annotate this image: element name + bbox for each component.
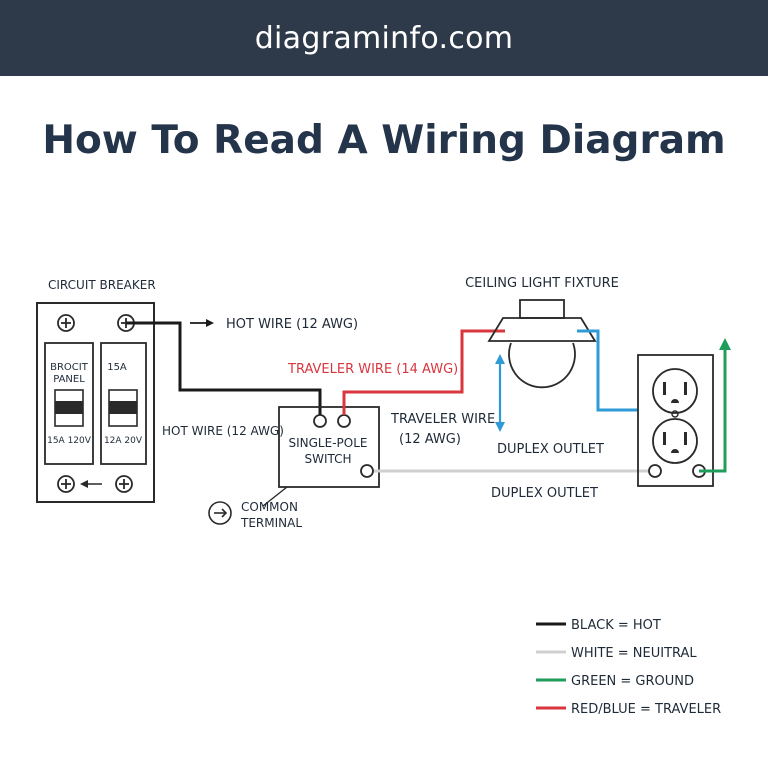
breaker-left-line2: PANEL — [53, 374, 85, 385]
switch-label-line2: SWITCH — [304, 452, 351, 466]
common-terminal-leader — [262, 486, 288, 507]
legend-label-hot: BLACK = HOT — [571, 618, 661, 633]
breaker-right-top-label: 15A — [107, 362, 127, 373]
switch-terminal-neutral — [360, 464, 374, 478]
terminal-screw-bottom-right — [115, 475, 133, 493]
ground-arrow-icon — [719, 338, 731, 350]
arrow-right-icon — [190, 319, 214, 327]
switch-terminal-hot — [313, 414, 327, 428]
ceiling-light-label: CEILING LIGHT FIXTURE — [465, 276, 619, 291]
legend-label-neutral: WHITE = NEUITRAL — [571, 646, 697, 661]
breaker-left-line1: BROCIT — [50, 362, 89, 373]
duplex-outlet-lower-label: DUPLEX OUTLET — [491, 486, 598, 501]
hot-wire-left-label: HOT WIRE (12 AWG) — [162, 424, 284, 438]
outlet-center-screw — [671, 410, 679, 418]
legend-item-neutral: WHITE = NEUITRAL — [536, 646, 697, 661]
common-terminal-line1: COMMON — [241, 500, 298, 514]
traveler-blue-double-arrow — [495, 354, 505, 432]
breaker-left-toggle — [54, 389, 84, 427]
terminal-screw-top-left — [57, 314, 75, 332]
breaker-panel-outline — [36, 302, 155, 503]
common-terminal-icon — [208, 501, 232, 525]
common-terminal-line2: TERMINAL — [240, 516, 302, 530]
legend-item-ground: GREEN = GROUND — [536, 674, 694, 689]
breaker-right-rating: 12A 20V — [104, 436, 143, 446]
page-title: How To Read A Wiring Diagram — [42, 118, 726, 163]
duplex-outlet-upper-label: DUPLEX OUTLET — [497, 442, 604, 457]
outlet-neutral-terminal — [648, 464, 662, 478]
outlet-receptacle-upper — [652, 368, 698, 414]
legend-label-ground: GREEN = GROUND — [571, 674, 694, 689]
terminal-screw-bottom-left — [57, 475, 75, 493]
site-name[interactable]: diagraminfo.com — [254, 20, 514, 56]
fixture-wire-blue — [577, 329, 638, 412]
traveler-blue-label-line1: TRAVELER WIRE — [390, 412, 495, 427]
legend-item-hot: BLACK = HOT — [536, 618, 661, 633]
duplex-outlet — [637, 354, 714, 487]
traveler-blue-label-line2: (12 AWG) — [399, 432, 461, 447]
breaker-right-toggle — [108, 389, 138, 427]
traveler-wire-red — [342, 329, 505, 415]
hot-wire — [126, 321, 322, 420]
breaker-left — [44, 342, 94, 465]
ceiling-light-fixture — [487, 299, 597, 389]
arrow-left-icon — [80, 480, 102, 488]
traveler-red-label: TRAVELER WIRE (14 AWG) — [287, 362, 458, 377]
single-pole-switch — [278, 406, 380, 488]
switch-label-line1: SINGLE-POLE — [289, 436, 368, 450]
breaker-right — [100, 342, 147, 465]
ground-wire — [699, 348, 727, 473]
site-banner: diagraminfo.com — [0, 0, 768, 76]
legend: BLACK = HOT WHITE = NEUITRAL GREEN = GRO… — [536, 618, 721, 717]
hot-wire-top-label: HOT WIRE (12 AWG) — [226, 317, 358, 332]
outlet-receptacle-lower — [652, 418, 698, 464]
breaker-left-rating: 15A 120V — [47, 436, 92, 446]
legend-item-traveler: RED/BLUE = TRAVELER — [536, 702, 721, 717]
legend-label-traveler: RED/BLUE = TRAVELER — [571, 702, 721, 717]
circuit-breaker-label: CIRCUIT BREAKER — [48, 278, 156, 292]
switch-terminal-traveler — [337, 414, 351, 428]
